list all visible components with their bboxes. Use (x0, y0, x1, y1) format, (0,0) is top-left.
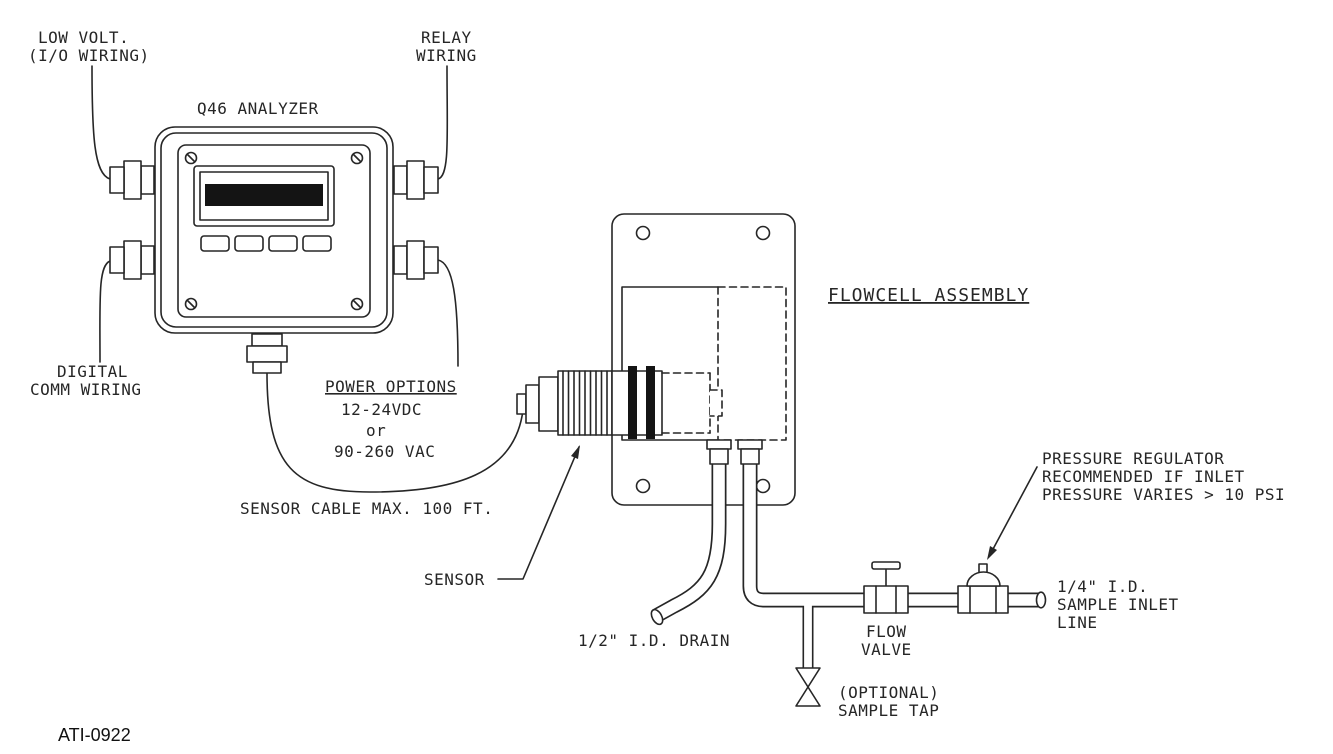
relay-wire (437, 65, 449, 180)
sensor-assembly (516, 366, 723, 439)
sample-line-bore (744, 464, 1040, 606)
regulator-leader-line (991, 466, 1038, 552)
label-sample-inlet-line1: 1/4" I.D. (1057, 577, 1148, 596)
mounting-hole-top-left (635, 225, 651, 241)
sample-tap-valve (795, 667, 821, 707)
gland-bottom (246, 333, 288, 374)
label-digital-comm-line1: DIGITAL (57, 362, 128, 381)
sample-line-open-end (1035, 591, 1047, 609)
tap-valve-lower-triangle (795, 686, 821, 707)
inlet-fitting-body (740, 448, 760, 465)
label-flow-valve-line1: FLOW (866, 622, 907, 641)
pressure-regulator (957, 563, 1009, 614)
display-dark-band (205, 184, 323, 206)
regulator-body (957, 585, 1009, 614)
low-volt-wire (91, 65, 111, 180)
mounting-hole-top-right (755, 225, 771, 241)
label-regulator-note-line2: RECOMMENDED IF INLET (1042, 467, 1245, 486)
gland-right-bottom (393, 240, 439, 280)
leader-lines (497, 445, 1038, 580)
label-power-option1: 12-24VDC (341, 400, 422, 419)
label-drain: 1/2" I.D. DRAIN (578, 631, 730, 650)
sensor-rear-body (525, 384, 540, 424)
label-sensor-cable-note: SENSOR CABLE MAX. 100 FT. (240, 499, 493, 518)
label-low-volt-line1: LOW VOLT. (38, 28, 129, 47)
label-regulator-note-line3: PRESSURE VARIES > 10 PSI (1042, 485, 1285, 504)
diagram-labels: LOW VOLT. (I/O WIRING) RELAY WIRING Q46 … (28, 28, 1285, 745)
cable-glands (109, 160, 439, 374)
mounting-hole-bottom-right (755, 478, 771, 494)
digital-comm-wire (99, 260, 111, 363)
analyzer-enclosure (109, 126, 439, 374)
drain-fitting-body (709, 448, 729, 465)
drain-fitting-nut (706, 439, 732, 450)
wiring-leads (91, 65, 524, 493)
label-sample-inlet-line2: SAMPLE INLET (1057, 595, 1179, 614)
drain-tube-open-end (650, 608, 664, 626)
label-regulator-note-line1: PRESSURE REGULATOR (1042, 449, 1224, 468)
label-low-volt-line2: (I/O WIRING) (28, 46, 150, 65)
gland-left-top (109, 160, 155, 200)
label-flow-valve-line2: VALVE (861, 640, 912, 659)
sensor-leader-line (497, 446, 580, 580)
label-sensor: SENSOR (424, 570, 485, 589)
analyzer-keypad (200, 235, 332, 252)
sensor-threads (557, 370, 613, 436)
tubing (650, 464, 1047, 668)
drain-tube-bore (653, 464, 725, 622)
label-power-or: or (366, 421, 386, 440)
flow-valve (863, 561, 909, 614)
label-sample-inlet-line3: LINE (1057, 613, 1098, 632)
label-sample-tap-line1: (OPTIONAL) (838, 683, 939, 702)
label-relay-line1: RELAY (421, 28, 472, 47)
analyzer-display (193, 165, 335, 227)
keypad-button-4 (302, 235, 332, 252)
regulator-dome (966, 571, 1001, 587)
mounting-hole-bottom-left (635, 478, 651, 494)
keypad-button-3 (268, 235, 298, 252)
label-relay-line2: WIRING (416, 46, 477, 65)
gland-left-bottom (109, 240, 155, 280)
figure-code: ATI-0922 (58, 725, 131, 745)
flow-valve-handle (871, 561, 901, 570)
sensor-oring-1 (628, 366, 637, 439)
inlet-fitting-nut (737, 439, 763, 450)
label-sample-tap-line2: SAMPLE TAP (838, 701, 939, 720)
corner-screws (184, 151, 364, 311)
keypad-button-1 (200, 235, 230, 252)
tap-valve-upper-triangle (795, 667, 821, 688)
label-digital-comm-line2: COMM WIRING (30, 380, 141, 399)
flow-valve-body (863, 585, 909, 614)
sensor-oring-2 (646, 366, 655, 439)
label-analyzer-title: Q46 ANALYZER (197, 99, 319, 118)
sensor-leader-arrowhead (571, 445, 580, 459)
power-lead-line (437, 259, 459, 367)
flowcell-fittings (706, 439, 763, 465)
sensor-hidden-tip (661, 372, 723, 434)
sensor-hex-nut (538, 376, 559, 432)
label-power-option2: 90-260 VAC (334, 442, 435, 461)
label-flowcell-title: FLOWCELL ASSEMBLY (828, 285, 1029, 306)
gland-right-top (393, 160, 439, 200)
sensor-cable-nut (516, 393, 527, 415)
regulator-leader-arrowhead (987, 546, 997, 560)
sensor-cable (266, 372, 524, 493)
keypad-button-2 (234, 235, 264, 252)
label-power-options-title: POWER OPTIONS (325, 377, 457, 396)
